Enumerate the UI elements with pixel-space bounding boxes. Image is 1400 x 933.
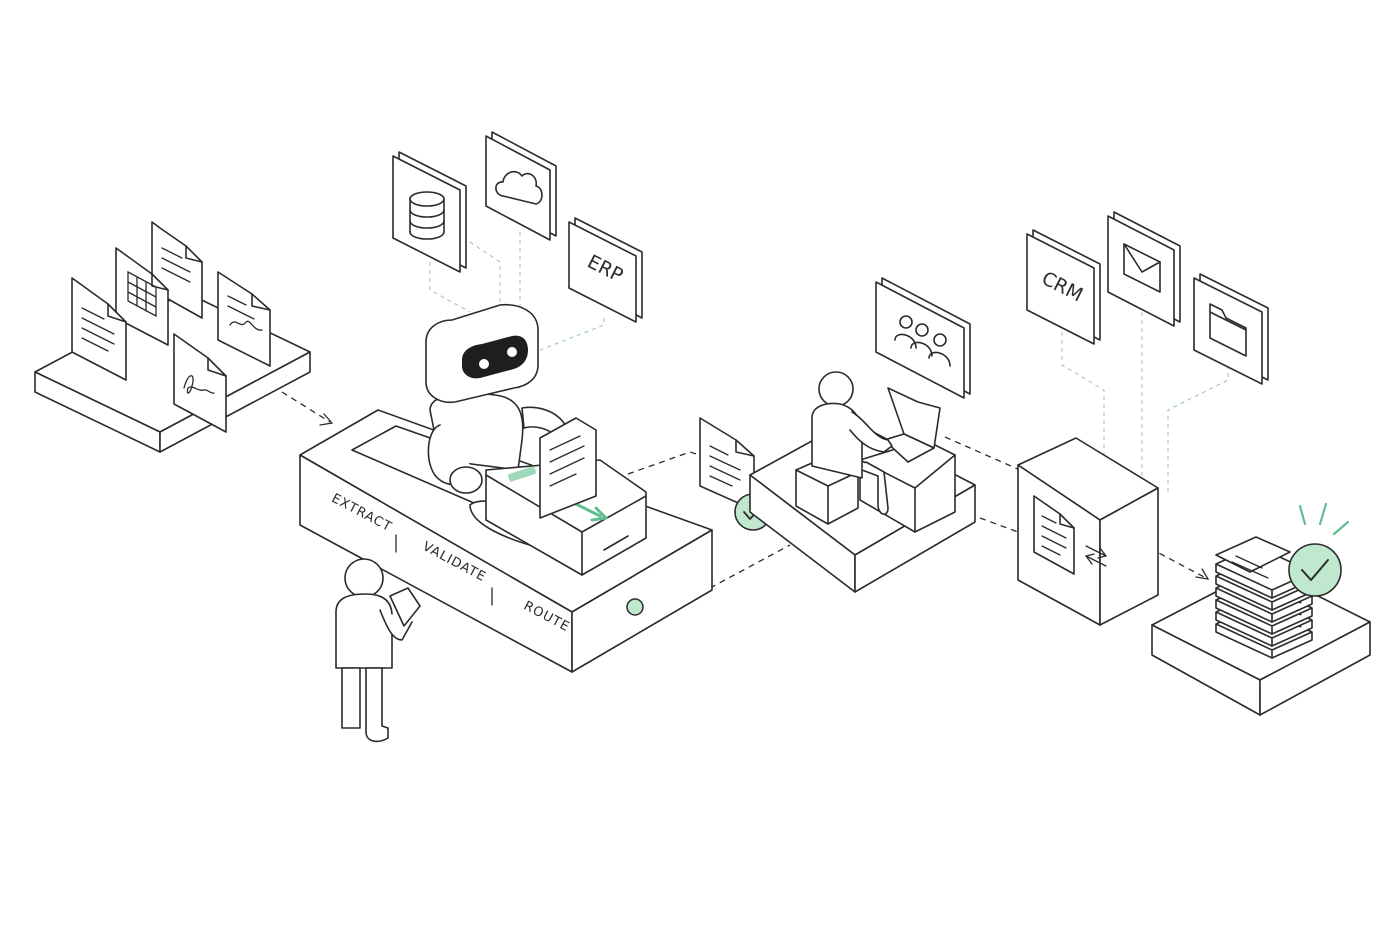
robot-held-document xyxy=(539,417,597,519)
success-check-icon xyxy=(1288,543,1342,597)
signature-icon xyxy=(183,375,215,394)
server-document xyxy=(1033,495,1075,575)
connector-desk-to-server-top xyxy=(944,436,1021,471)
document-signed-a xyxy=(217,271,271,367)
swap-icon xyxy=(1084,545,1108,567)
document-intake-platform xyxy=(34,221,311,453)
erp-tile: ERP xyxy=(568,217,643,323)
reviewer-head xyxy=(818,371,854,407)
output-platform-right xyxy=(1259,621,1371,716)
document-signed-b xyxy=(173,333,227,433)
connector-arrowhead xyxy=(319,413,334,426)
integration-server xyxy=(1017,437,1159,626)
machine-status-light xyxy=(626,598,644,616)
cloud-connector-a xyxy=(469,241,501,308)
folder-tile xyxy=(1193,273,1269,385)
mail-icon xyxy=(1123,243,1161,293)
erp-connector xyxy=(539,318,605,351)
supervisor-leg-left xyxy=(341,667,361,729)
folder-icon xyxy=(1209,303,1247,357)
spreadsheet-document xyxy=(115,247,169,346)
database-tile xyxy=(392,151,467,273)
reviewer-arm xyxy=(849,411,893,453)
tablet-icon xyxy=(389,587,421,627)
folder-connector xyxy=(1167,365,1229,495)
connector-desk-to-server-bottom xyxy=(979,517,1019,533)
output-platform xyxy=(1151,502,1371,716)
database-icon xyxy=(409,191,445,240)
document-lines-b xyxy=(71,277,127,381)
robot-hand-left xyxy=(449,466,483,494)
system-connectors xyxy=(429,232,1229,495)
connector-processor-to-desk xyxy=(709,544,791,589)
intake-platform-right xyxy=(159,351,311,453)
machine-document-box xyxy=(485,459,647,576)
crm-tile: CRM xyxy=(1026,229,1101,345)
supervisor-arm xyxy=(379,609,413,641)
supervisor-person xyxy=(335,558,421,743)
spreadsheet-icon xyxy=(127,270,157,318)
supervisor-head xyxy=(344,558,384,598)
machine-right xyxy=(571,529,713,673)
laptop-screen xyxy=(887,387,941,449)
people-icon xyxy=(894,315,951,367)
laptop-base xyxy=(883,433,935,463)
robot-visor xyxy=(462,335,528,379)
processed-document-stack xyxy=(1215,536,1313,659)
supervisor-torso xyxy=(335,593,393,669)
db-connector xyxy=(429,262,471,313)
document-highlight xyxy=(507,466,537,482)
team-tile xyxy=(875,277,971,399)
crm-connector xyxy=(1061,332,1105,462)
cloud-tile xyxy=(485,131,557,241)
review-desk-platform xyxy=(749,387,976,593)
success-sparkle-icon xyxy=(1298,502,1350,536)
cloud-icon xyxy=(495,170,543,205)
connector-intake-to-processor xyxy=(281,391,331,423)
reviewer-leg xyxy=(861,461,889,515)
supervisor-leg-right xyxy=(365,667,389,743)
reviewer-person xyxy=(811,371,893,515)
server-side xyxy=(1099,487,1159,626)
mail-tile xyxy=(1107,211,1181,327)
robot-eye-right xyxy=(507,347,517,357)
connector-output-arrowhead xyxy=(1195,568,1210,580)
robot-eye-left xyxy=(479,359,489,369)
